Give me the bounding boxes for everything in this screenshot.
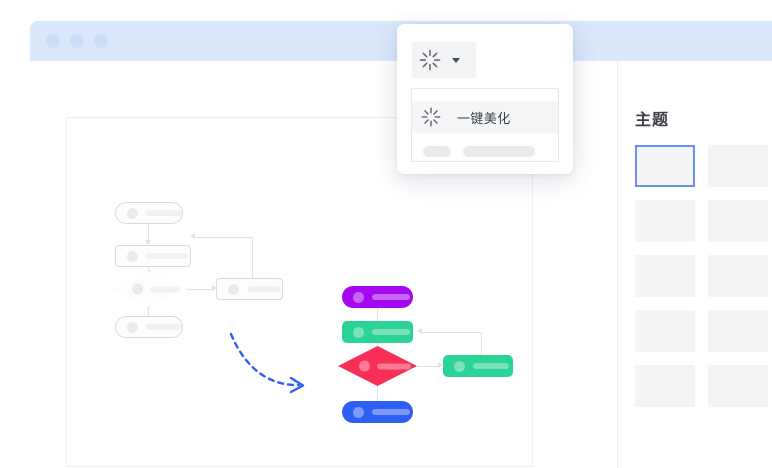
- beautify-arrow: [229, 332, 305, 394]
- window-minimize-dot[interactable]: [70, 34, 84, 48]
- beautify-dropdown-menu: 一键美化: [411, 88, 559, 162]
- connector-arrow-left: [190, 233, 195, 239]
- connector-decision-to-end: [377, 386, 378, 402]
- panel-divider: [617, 61, 618, 468]
- connector-side-back: [195, 237, 253, 238]
- node-bar: [372, 329, 410, 335]
- app-window: 主题: [10, 10, 772, 468]
- theme-panel-title: 主题: [635, 110, 670, 129]
- menu-item-one-click-beautify[interactable]: 一键美化: [412, 101, 558, 133]
- window-close-dot[interactable]: [46, 34, 60, 48]
- node-bullet: [454, 360, 465, 372]
- beautify-toolbar-button[interactable]: [412, 42, 476, 78]
- plain-side-process-node[interactable]: [216, 278, 283, 300]
- theme-swatch-2[interactable]: [708, 145, 768, 187]
- styled-end-node[interactable]: [342, 401, 413, 423]
- node-bullet: [353, 326, 364, 338]
- burst-sparkle-icon: [419, 49, 441, 71]
- menu-placeholder-row[interactable]: [412, 139, 558, 161]
- node-bar: [146, 210, 182, 216]
- chevron-down-icon[interactable]: [452, 57, 460, 63]
- node-bullet: [127, 207, 138, 219]
- connector-arrow-right: [438, 362, 443, 368]
- theme-swatch-5[interactable]: [635, 255, 695, 297]
- theme-swatch-1[interactable]: [635, 145, 695, 187]
- styled-process-node[interactable]: [342, 321, 413, 343]
- plain-start-node[interactable]: [115, 202, 183, 224]
- theme-swatch-8[interactable]: [708, 310, 768, 352]
- node-bullet: [353, 406, 364, 418]
- placeholder-pill-small: [423, 145, 451, 157]
- node-bar: [247, 286, 281, 292]
- plain-end-node[interactable]: [115, 316, 183, 338]
- theme-swatch-grid: [635, 145, 772, 407]
- node-bar: [150, 286, 181, 292]
- node-bullet: [127, 250, 138, 262]
- plain-process-node[interactable]: [115, 245, 191, 267]
- node-bullet: [353, 291, 364, 303]
- node-bar: [376, 363, 411, 369]
- connector-arrow-down: [145, 240, 151, 245]
- theme-swatch-10[interactable]: [708, 365, 768, 407]
- styled-side-process-node[interactable]: [443, 355, 513, 377]
- connector-side-back: [422, 332, 482, 333]
- window-controls: [46, 34, 108, 48]
- theme-swatch-4[interactable]: [708, 200, 768, 242]
- node-bullet: [127, 321, 138, 333]
- node-bullet: [228, 283, 239, 295]
- theme-panel: 主题: [635, 106, 772, 407]
- connector-side-up: [252, 237, 253, 278]
- connector-decision-to-side: [417, 366, 439, 367]
- theme-swatch-9[interactable]: [635, 365, 695, 407]
- diamond-content: [358, 360, 411, 372]
- node-bar: [372, 294, 410, 300]
- theme-swatch-6[interactable]: [708, 255, 768, 297]
- placeholder-pill-large: [463, 145, 535, 157]
- styled-decision-node[interactable]: [338, 346, 417, 386]
- theme-swatch-3[interactable]: [635, 200, 695, 242]
- diagram-canvas[interactable]: [66, 117, 533, 467]
- connector-decision-to-side: [187, 289, 213, 290]
- node-bar: [146, 324, 182, 330]
- window-maximize-dot[interactable]: [94, 34, 108, 48]
- node-bullet: [358, 360, 370, 372]
- beautify-dropdown-panel: 一键美化: [397, 24, 573, 174]
- node-bar: [473, 363, 509, 369]
- styled-start-node[interactable]: [342, 286, 413, 308]
- plain-decision-node[interactable]: [111, 270, 187, 308]
- menu-item-label: 一键美化: [457, 111, 511, 127]
- diamond-content: [132, 283, 181, 295]
- burst-sparkle-icon: [421, 107, 441, 127]
- connector-side-up: [481, 332, 482, 355]
- node-bar: [372, 409, 410, 415]
- connector-start-to-process: [377, 308, 378, 324]
- node-bullet: [132, 283, 144, 295]
- theme-swatch-7[interactable]: [635, 310, 695, 352]
- node-bar: [146, 253, 188, 259]
- connector-start-to-process: [148, 224, 149, 241]
- connector-arrow-left: [417, 328, 422, 334]
- connector-arrow-right: [212, 285, 217, 291]
